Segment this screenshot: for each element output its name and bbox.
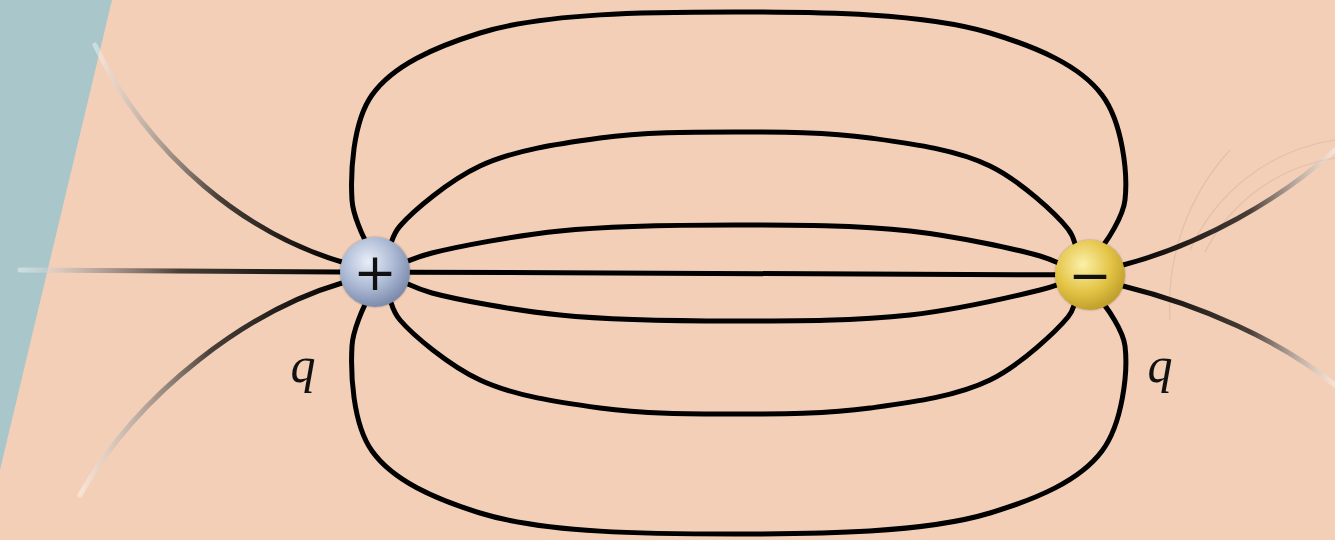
charge-sign: − xyxy=(1055,240,1125,310)
point-charge: −q xyxy=(1055,240,1125,310)
blue-corner xyxy=(0,0,112,470)
field-line xyxy=(352,305,1126,534)
protractor xyxy=(1170,140,1335,320)
field-line xyxy=(408,225,1057,263)
point-charge: +q xyxy=(340,237,410,307)
field-line xyxy=(391,303,1074,414)
charge-label: q xyxy=(1148,340,1173,390)
field-line xyxy=(408,284,1057,321)
field-line xyxy=(410,272,1055,275)
charge-sign: + xyxy=(340,237,410,307)
charge-label: q xyxy=(291,340,316,390)
field-line xyxy=(352,12,1126,243)
outer-field-lines xyxy=(20,45,1335,495)
